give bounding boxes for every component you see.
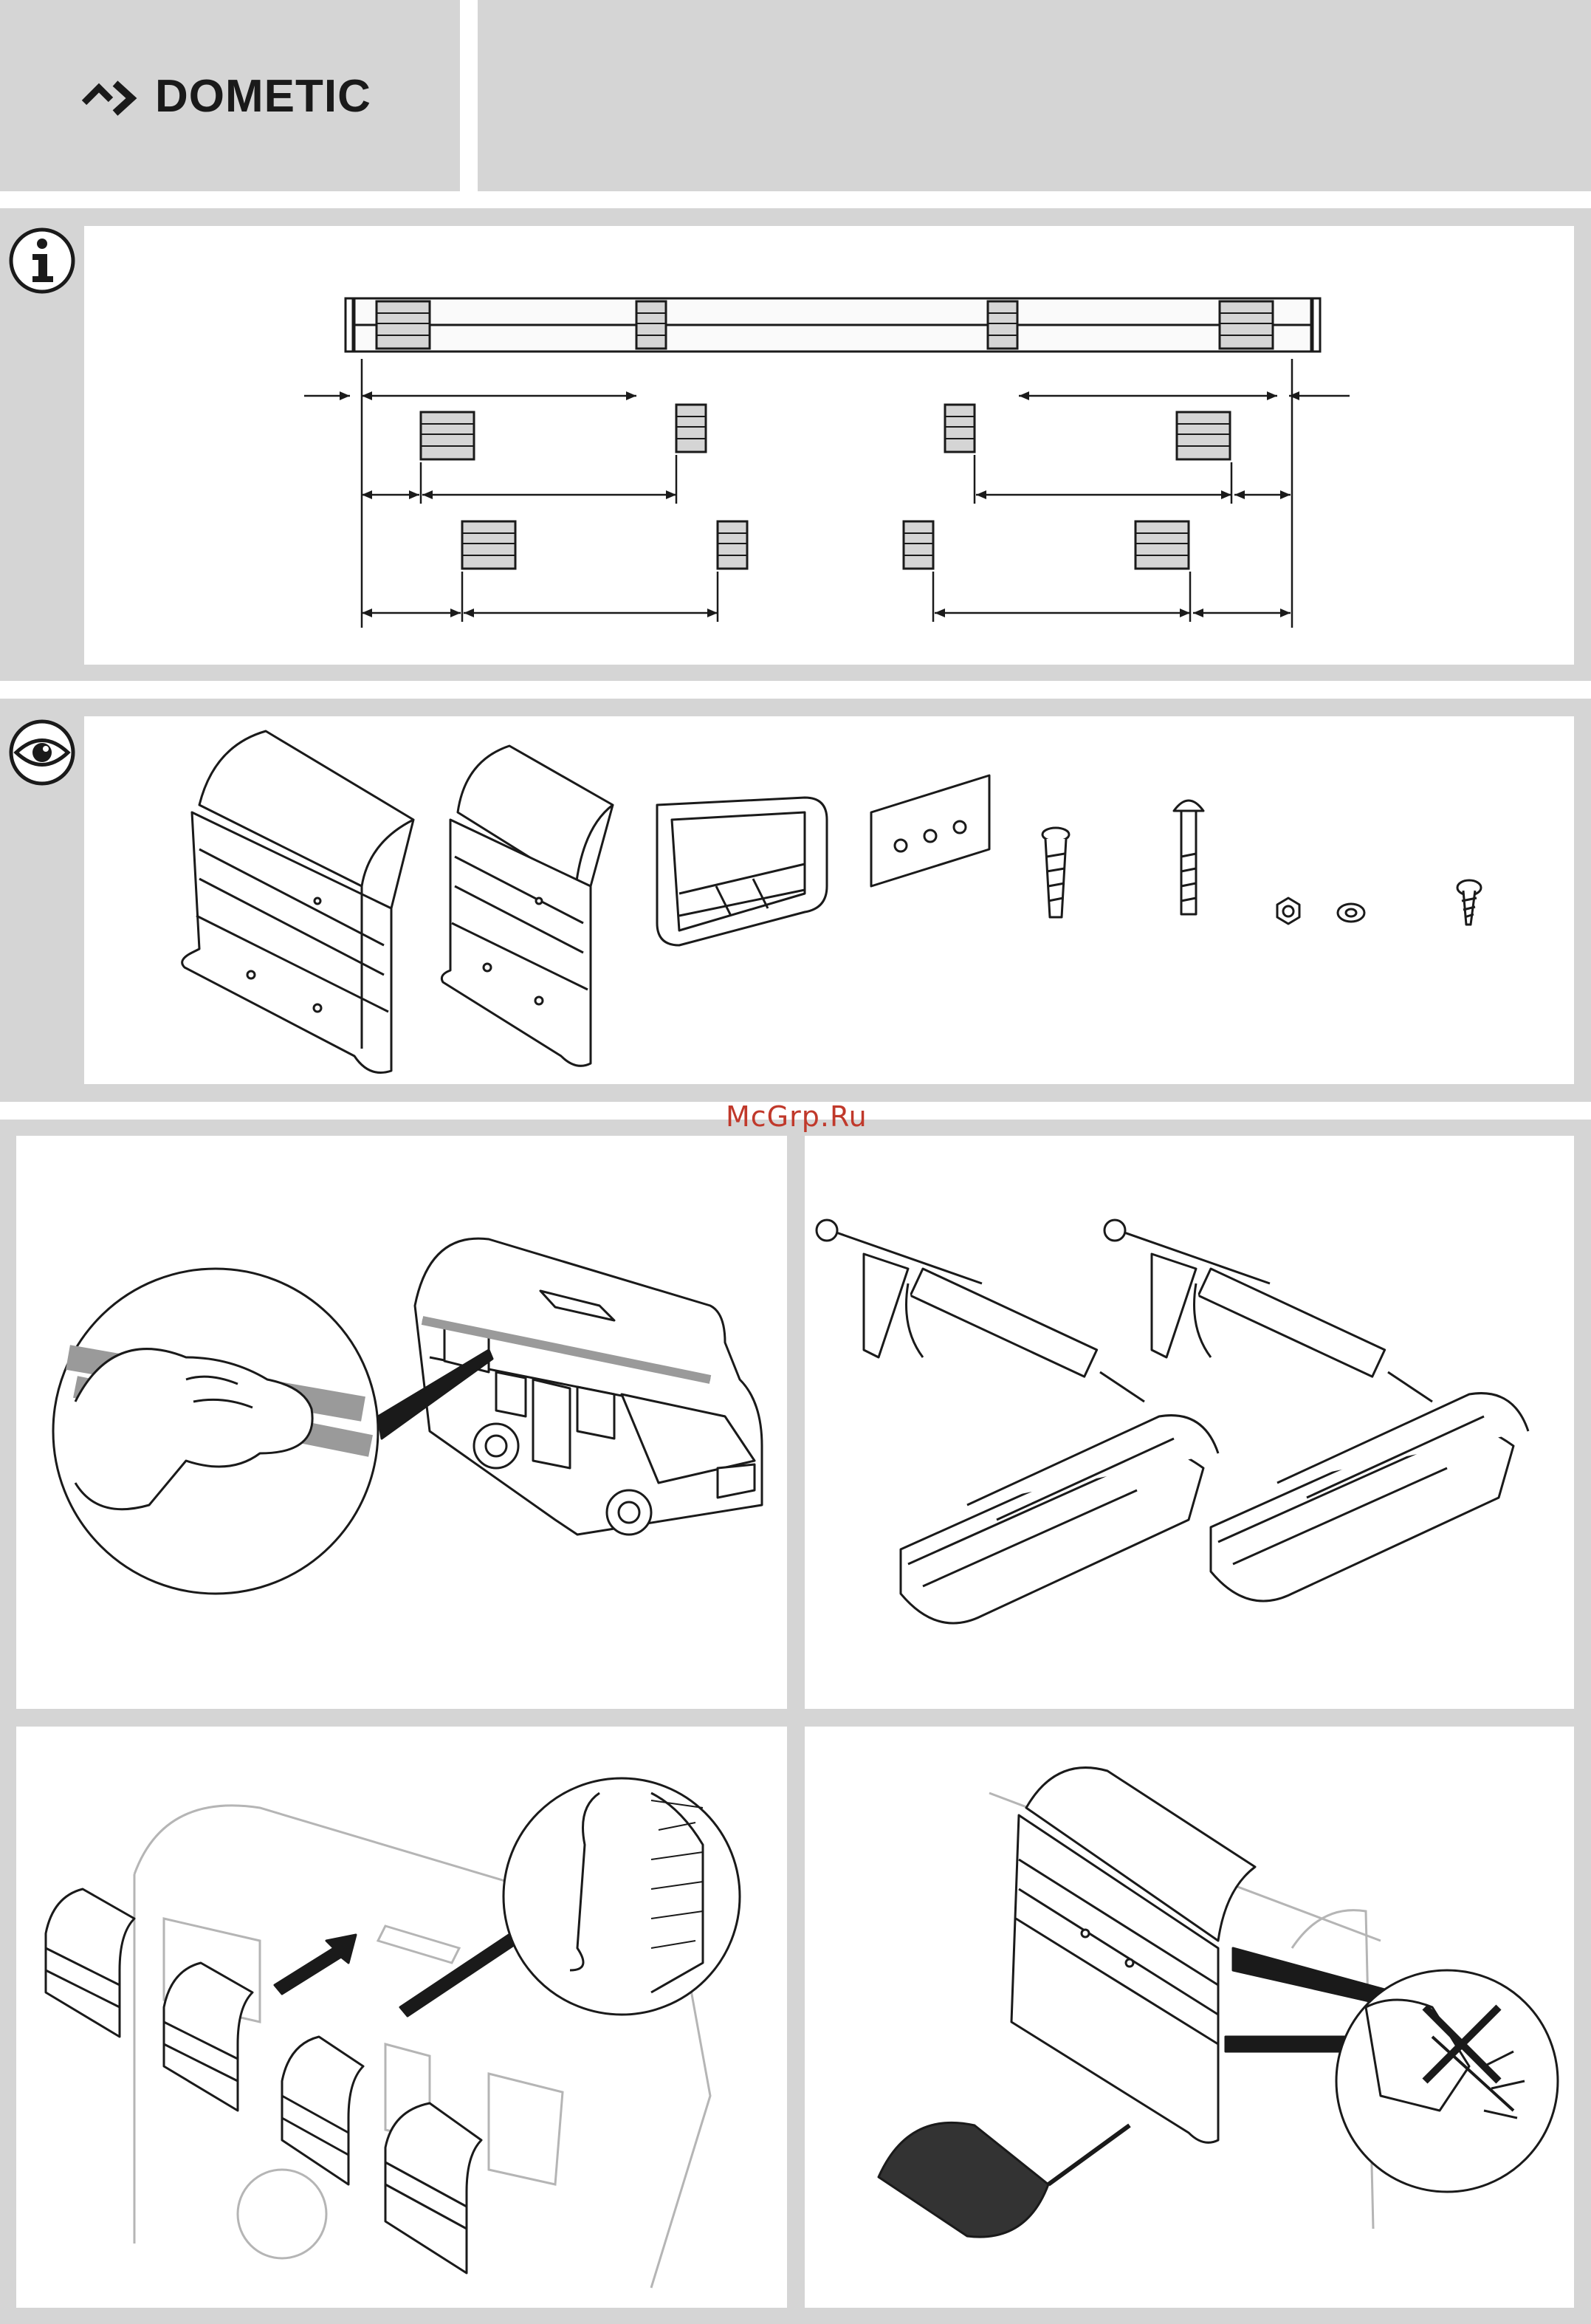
hex-nut <box>1277 898 1299 924</box>
mounted-profile <box>1011 1768 1255 2143</box>
step-3-mount-illustration <box>16 1727 787 2308</box>
profile-2 <box>1211 1394 1528 1601</box>
large-bracket-profile <box>182 731 413 1073</box>
end-cap <box>657 798 827 945</box>
profile-c <box>282 2037 363 2184</box>
brand-name: DOMETIC <box>155 70 371 123</box>
eye-icon <box>7 718 77 787</box>
dometic-logo: DOMETIC <box>81 70 371 123</box>
small-bracket-profile <box>441 746 613 1066</box>
step-2-sealant-illustration <box>805 1136 1574 1709</box>
header-title-panel <box>478 0 1591 191</box>
profile-a <box>46 1889 134 2037</box>
profile-d <box>385 2103 481 2273</box>
drill <box>879 2122 1130 2237</box>
countersunk-screw <box>1042 828 1069 917</box>
profile-1 <box>901 1416 1218 1623</box>
carriage-bolt <box>1174 801 1203 914</box>
dometic-logo-mark-icon <box>81 78 149 116</box>
step-4-drill-illustration <box>805 1727 1574 2308</box>
step-1-clean-illustration <box>16 1136 787 1709</box>
washer <box>1338 904 1364 922</box>
parts-illustration <box>170 724 1543 1078</box>
caulk-gun-1 <box>817 1220 1144 1402</box>
mounting-plate <box>871 775 989 886</box>
caulk-gun-2 <box>1104 1220 1432 1402</box>
bracket-spacing-diagram <box>288 288 1366 635</box>
motorhome <box>415 1238 762 1535</box>
info-icon <box>7 226 77 295</box>
watermark-text: McGrp.Ru <box>726 1100 867 1133</box>
wood-screw <box>1457 880 1481 925</box>
profile-b <box>164 1963 252 2111</box>
